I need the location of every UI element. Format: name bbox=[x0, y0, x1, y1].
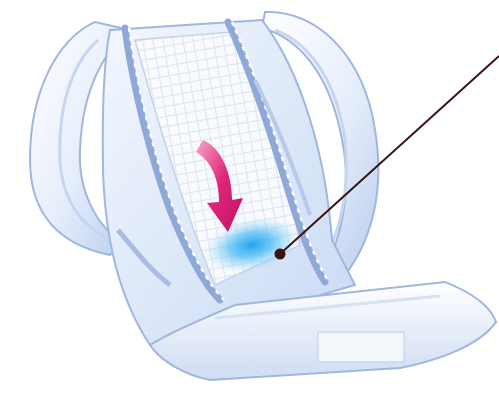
callout-dot-icon bbox=[275, 249, 286, 260]
adhesive-strip bbox=[318, 332, 404, 362]
